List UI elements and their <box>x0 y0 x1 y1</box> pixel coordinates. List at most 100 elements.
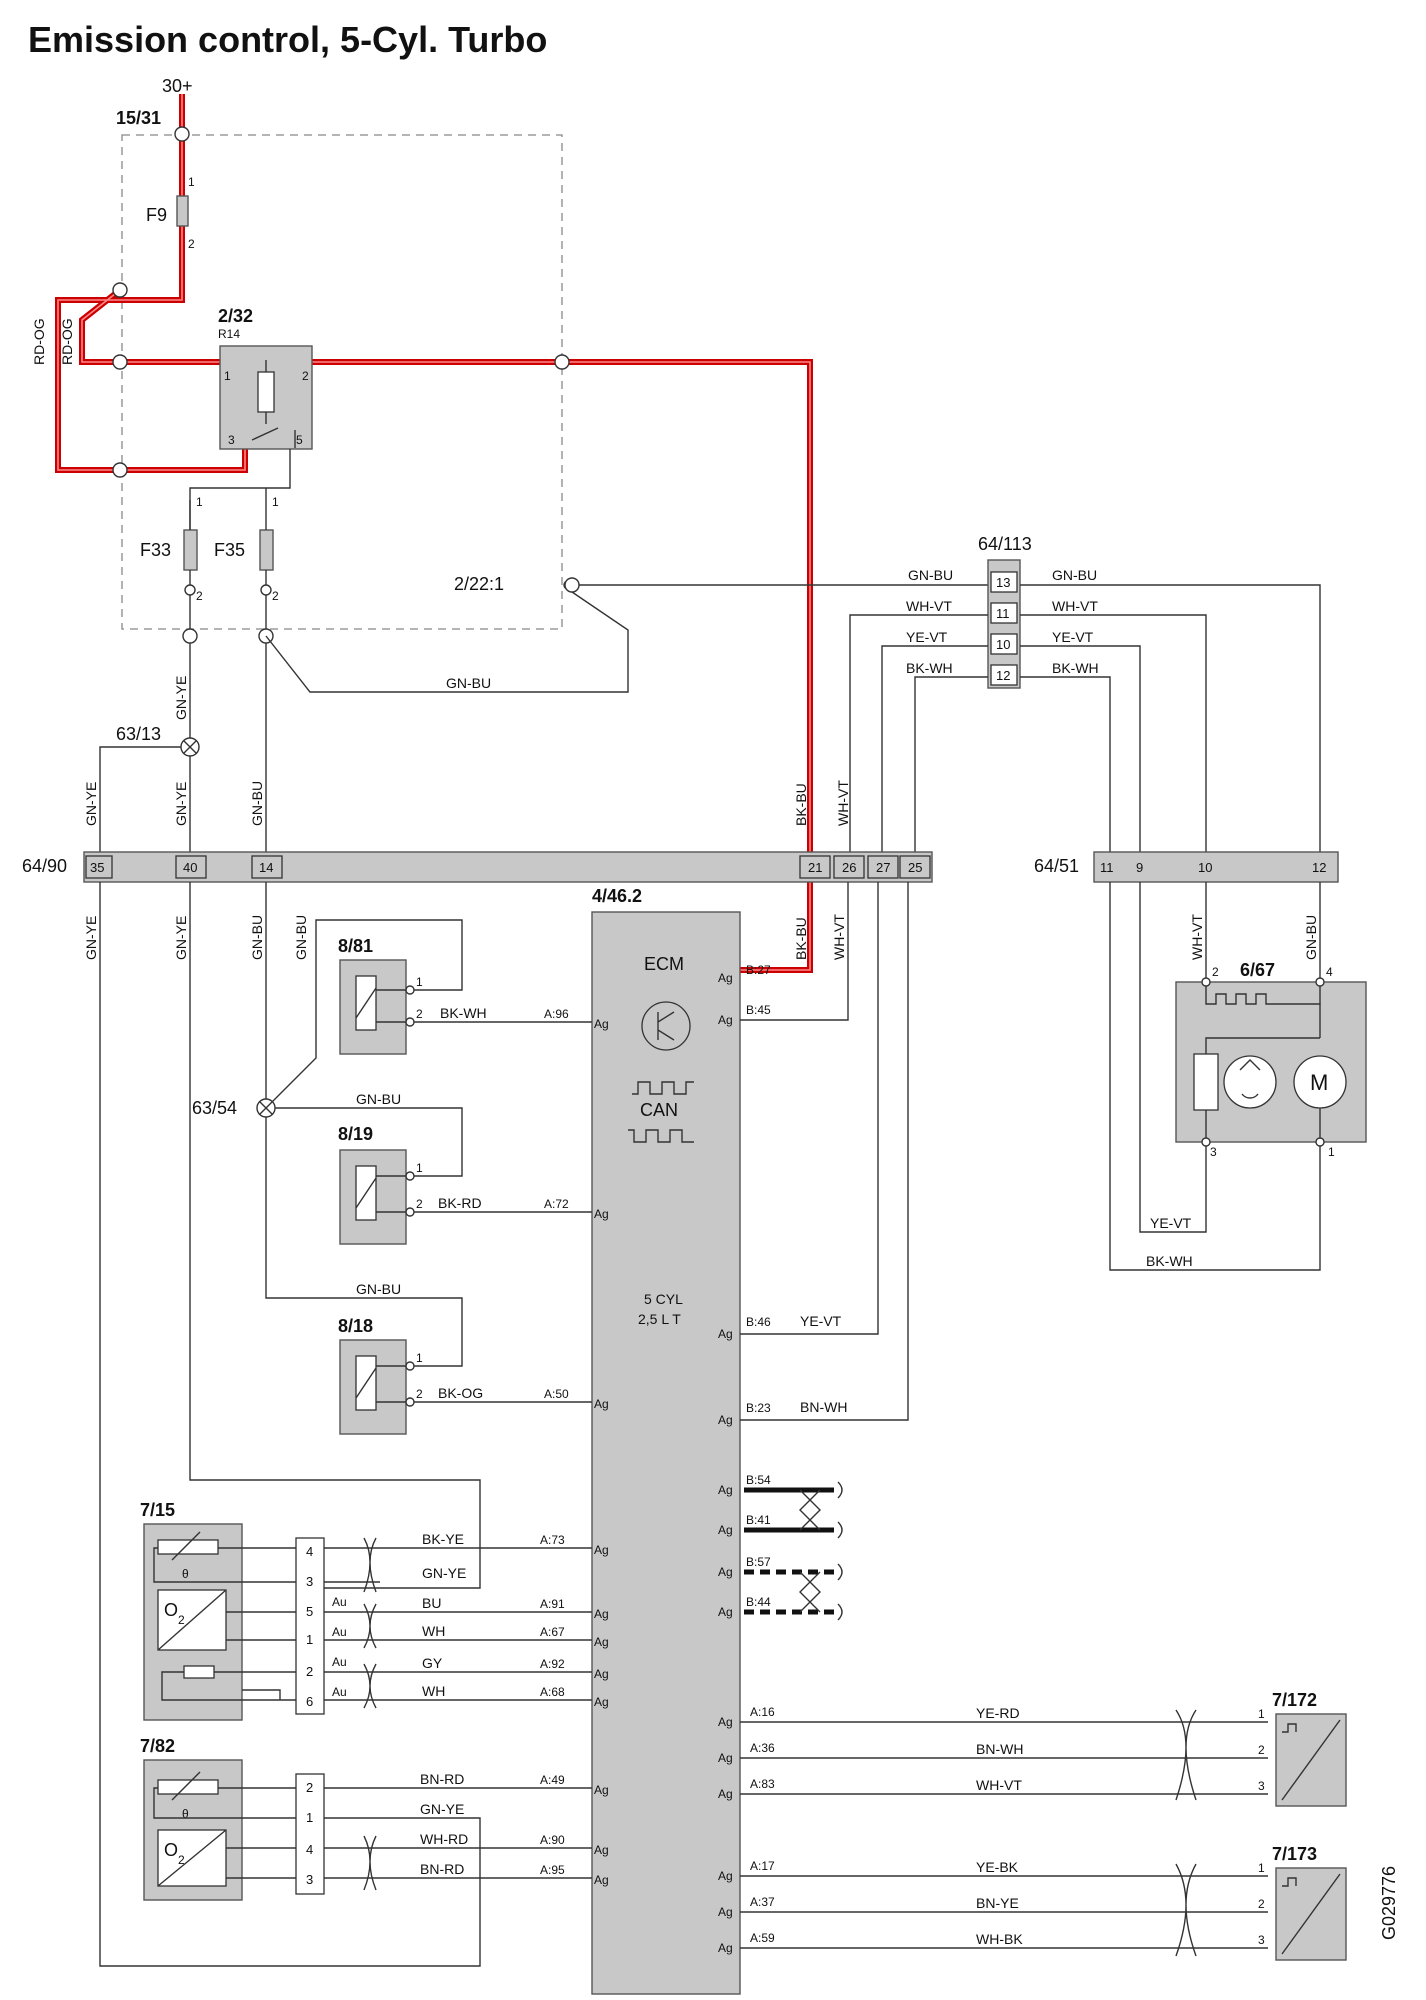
svg-text:11: 11 <box>996 606 1010 621</box>
wire-label-gn-bu: GN-BU <box>446 675 491 691</box>
wire-label-wh: WH <box>422 1683 445 1699</box>
wire-label-bk-bu: BK-BU <box>793 783 809 826</box>
connector-64-51-pins: 11 9 10 12 <box>1100 860 1326 875</box>
svg-text:12: 12 <box>1312 860 1326 875</box>
svg-text:A:16: A:16 <box>750 1705 775 1719</box>
wire-label-bk-bu: BK-BU <box>793 917 809 960</box>
svg-text:A:90: A:90 <box>540 1833 565 1847</box>
ecm-pin-a17: Ag A:17 <box>718 1859 775 1883</box>
wire-label-wh-vt: WH-VT <box>976 1777 1022 1793</box>
junction-node <box>112 462 128 478</box>
svg-text:12: 12 <box>996 668 1010 683</box>
ecm-pin-b57: AgB:57 <box>718 1555 771 1579</box>
wire-label-wh-vt: WH-VT <box>1052 598 1098 614</box>
pin-label: 2 <box>1258 1897 1265 1911</box>
svg-text:θ: θ <box>182 1567 189 1581</box>
ecm-pin-a36: AgA:36 <box>718 1741 775 1765</box>
ecm-pin-b23: Ag B:23 <box>718 1401 771 1427</box>
svg-text:A:67: A:67 <box>540 1625 565 1639</box>
wire-label-bk-ye: BK-YE <box>422 1531 464 1547</box>
svg-text:B:44: B:44 <box>746 1595 771 1609</box>
wire-label-ye-rd: YE-RD <box>976 1705 1020 1721</box>
wire-label-bk-rd: BK-RD <box>438 1195 482 1211</box>
svg-text:θ: θ <box>182 1807 189 1821</box>
ecm-pin-a16: AgA:16 <box>718 1705 775 1729</box>
wire-label-wh-vt: WH-VT <box>1189 914 1205 960</box>
wire-label-bn-rd: BN-RD <box>420 1861 464 1877</box>
pin-label: 2 <box>272 589 279 603</box>
ecm-pin-b41: AgB:41 <box>718 1513 771 1537</box>
svg-text:21: 21 <box>808 860 822 875</box>
svg-text:Ag: Ag <box>718 1787 733 1801</box>
svg-text:2: 2 <box>306 1664 313 1679</box>
svg-text:2: 2 <box>178 1853 185 1867</box>
transistor-icon <box>641 1001 691 1051</box>
svg-text:Ag: Ag <box>594 1397 609 1411</box>
fuse-box-label: 15/31 <box>116 108 161 128</box>
svg-text:Ag: Ag <box>718 1905 733 1919</box>
connector-64-113-pins: 13 11 10 12 <box>990 571 1018 686</box>
pin-label: 2 <box>416 1007 423 1021</box>
connector-64-51-label: 64/51 <box>1034 856 1079 876</box>
wire-label-wh: WH <box>422 1623 445 1639</box>
connector-64-113-label: 64/113 <box>978 534 1032 554</box>
pin-label: 1 <box>416 975 423 989</box>
ecm-pin-b45: Ag B:45 <box>718 1003 771 1027</box>
svg-text:Ag: Ag <box>718 1869 733 1883</box>
svg-text:Ag: Ag <box>718 1751 733 1765</box>
svg-text:O: O <box>164 1840 178 1860</box>
svg-text:Ag: Ag <box>594 1635 609 1649</box>
svg-text:A:68: A:68 <box>540 1685 565 1699</box>
svg-text:2: 2 <box>306 1780 313 1795</box>
ecm-name: ECM <box>644 954 684 974</box>
svg-text:3: 3 <box>306 1574 313 1589</box>
svg-text:6: 6 <box>306 1694 313 1709</box>
junction-node <box>564 577 580 593</box>
pin-au: Au <box>332 1595 347 1609</box>
svg-text:Ag: Ag <box>718 971 733 985</box>
ecm-can-label: CAN <box>640 1100 678 1120</box>
wire-label-gn-ye: GN-YE <box>173 782 189 826</box>
wire-label-gn-ye: GN-YE <box>173 676 189 720</box>
svg-text:A:17: A:17 <box>750 1859 775 1873</box>
ecm-engine-line1: 5 CYL <box>644 1291 683 1307</box>
junction-node <box>112 282 128 298</box>
wire-label-wh-bk: WH-BK <box>976 1931 1023 1947</box>
wire-label-rd-og: RD-OG <box>31 318 47 365</box>
pin-label: 2 <box>302 369 309 383</box>
svg-text:26: 26 <box>842 860 856 875</box>
pin-au: Au <box>332 1685 347 1699</box>
wire-label-ye-vt: YE-VT <box>800 1313 842 1329</box>
svg-text:13: 13 <box>996 575 1010 590</box>
junction-node <box>554 354 570 370</box>
svg-text:11: 11 <box>1100 860 1114 875</box>
splice-label: 63/54 <box>192 1098 237 1118</box>
svg-text:Ag: Ag <box>718 1013 733 1027</box>
svg-text:3: 3 <box>306 1872 313 1887</box>
svg-text:A:83: A:83 <box>750 1777 775 1791</box>
relay-id: 2/32 <box>218 306 253 326</box>
svg-text:B:54: B:54 <box>746 1473 771 1487</box>
wire-label-gn-bu: GN-BU <box>908 567 953 583</box>
junction-label: 2/22:1 <box>454 574 504 594</box>
supply-label: 30+ <box>162 76 193 96</box>
svg-text:B:41: B:41 <box>746 1513 771 1527</box>
pin-label: 2 <box>416 1387 423 1401</box>
wire-label-gn-ye: GN-YE <box>420 1801 464 1817</box>
connector-64-90 <box>83 851 933 883</box>
wire-label-bn-rd: BN-RD <box>420 1771 464 1787</box>
ecm-engine-line2: 2,5 L T <box>638 1311 681 1327</box>
svg-text:Ag: Ag <box>718 1483 733 1497</box>
wire-label-bn-wh: BN-WH <box>976 1741 1023 1757</box>
fuse-f33 <box>183 529 198 571</box>
wire-label-ye-vt: YE-VT <box>906 629 948 645</box>
svg-text:Ag: Ag <box>594 1783 609 1797</box>
svg-text:B:45: B:45 <box>746 1003 771 1017</box>
page-title: Emission control, 5-Cyl. Turbo <box>28 19 547 60</box>
svg-text:A:59: A:59 <box>750 1931 775 1945</box>
svg-text:B:46: B:46 <box>746 1315 771 1329</box>
motor-letter: M <box>1310 1070 1328 1095</box>
svg-text:A:37: A:37 <box>750 1895 775 1909</box>
